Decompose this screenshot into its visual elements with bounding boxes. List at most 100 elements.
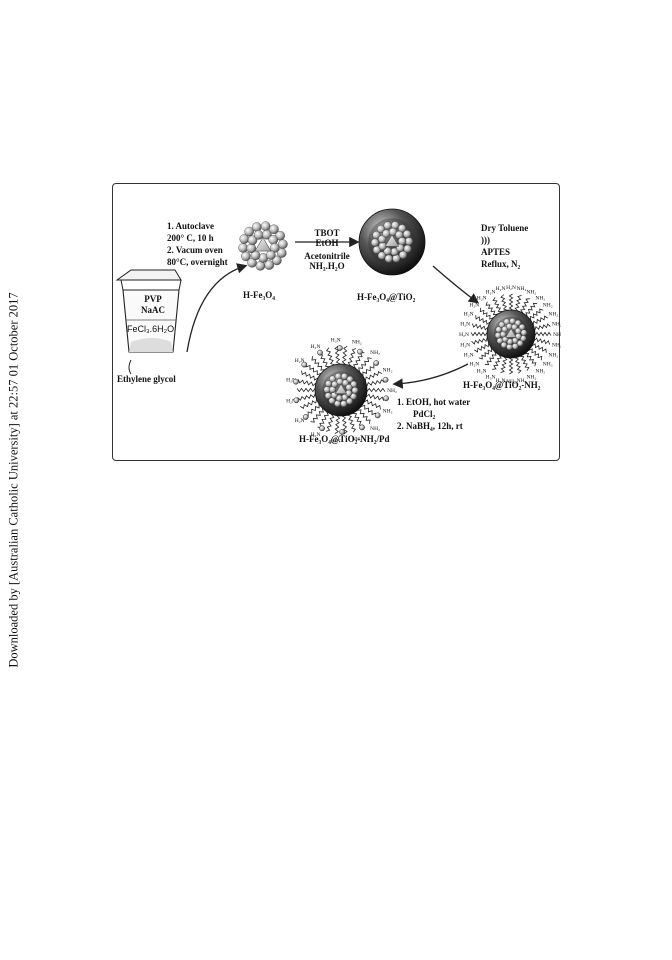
pd-nanoparticle [339, 429, 345, 435]
step3-line-1: Dry Toluene [481, 223, 529, 233]
product-label-3: H-Fe₃O₄@TiO₂-NH₂ [463, 380, 541, 390]
amine-label: NH₂ [383, 409, 393, 415]
step2-conditions: TBOT EtOH Acetonitrile NH₃.H₂O [299, 228, 355, 271]
nano-ball [494, 332, 502, 339]
ligand-chain [472, 323, 489, 331]
nano-ball [346, 375, 354, 383]
nano-ball [272, 255, 282, 266]
ligand-chain [297, 379, 317, 387]
pd-nanoparticle [373, 360, 380, 366]
step2-line-4: NH₃.H₂O [309, 261, 345, 271]
ligand-chain [341, 415, 348, 435]
amine-label: H₂N [311, 344, 321, 350]
ligand-chain [365, 393, 385, 401]
nano-ball [398, 250, 408, 259]
nano-ball [336, 378, 344, 386]
synthesis-scheme-figure: NH₂NH₂NH₂NH₂NH₂NH₂NH₂NH₂H₂NH₂NH₂NH₂NH₂NH… [112, 183, 561, 461]
step3-line-3: APTES [481, 247, 511, 257]
amine-label: H₂N [295, 358, 305, 364]
ligand-chain [366, 379, 385, 387]
nano-ball [246, 243, 257, 254]
particle-h-fe3o4 [238, 221, 288, 271]
ligand-chain [514, 357, 522, 374]
ligand-chain [479, 307, 494, 320]
nano-ball [376, 225, 386, 234]
amine-label: NH₂ [543, 361, 553, 367]
nano-ball [345, 384, 353, 391]
pd-nanoparticle [337, 345, 343, 351]
nano-ball [509, 317, 516, 325]
amine-label: NH₂ [526, 290, 536, 296]
ligand-chain [358, 357, 372, 372]
nano-ball [514, 327, 522, 335]
nano-ball [346, 397, 353, 405]
nano-ball [342, 379, 349, 387]
nano-ball [268, 235, 279, 245]
ligand-chain [500, 356, 508, 373]
ligand-chain [475, 315, 491, 325]
nano-ball [498, 321, 506, 328]
step1-conditions: 1. Autoclave 200° C, 10 h 2. Vacum oven … [167, 220, 228, 268]
amine-label: H₂N [460, 322, 470, 328]
nano-ball [247, 235, 258, 245]
ligand-chain [360, 404, 377, 418]
product-label-2: H-Fe₃O₄@TiO₂ [357, 292, 416, 302]
amine-label: NH₂ [535, 369, 545, 375]
amine-label: H₂N [311, 432, 321, 438]
amine-label: NH₂ [548, 352, 558, 358]
ligand-chain [514, 295, 522, 312]
step4-conditions: 1. EtOH, hot water PdCl₂ 2. NaBH₄, 12h, … [397, 396, 470, 432]
amine-label: NH₂ [517, 286, 527, 292]
amine-label: H₂N [506, 285, 516, 291]
download-note-text: Downloaded by [Australian Catholic Unive… [6, 292, 21, 668]
ligand-chain [363, 399, 381, 410]
step3-conditions: Dry Toluene ))) APTES Reflux, N₂ [481, 222, 528, 270]
nano-ball [278, 239, 288, 249]
ligand-chain [347, 414, 357, 433]
nano-ball [372, 231, 381, 240]
hollow-core [505, 327, 517, 338]
nano-ball [377, 251, 386, 260]
amine-label: NH₂ [370, 350, 380, 356]
ligand-chain [492, 354, 502, 370]
amine-label: H₂N [331, 439, 341, 445]
ligand-chain [474, 342, 490, 353]
amine-label: NH₂ [383, 367, 393, 373]
amine-label: NH₂ [352, 437, 362, 443]
ligand-chain [301, 370, 319, 381]
ligand-chain [534, 331, 552, 337]
nano-ball [384, 254, 393, 263]
nano-ball [512, 343, 519, 350]
pd-nanoparticle [293, 378, 299, 385]
ligand-chain [334, 415, 341, 434]
pd-nanoparticle [302, 414, 309, 420]
beaker-caption: Ethylene glycol [117, 374, 176, 384]
ligand-chain [528, 348, 543, 361]
nano-ball [244, 226, 254, 237]
ligand-chain [484, 351, 497, 366]
pd-nanoparticle [359, 424, 365, 431]
amine-label: H₂N [464, 352, 474, 358]
pd-nanoparticle [319, 425, 325, 432]
nano-ball [514, 319, 522, 327]
pd-nanoparticle [383, 395, 389, 402]
nano-ball [324, 392, 332, 400]
nano-ball [501, 326, 509, 333]
amine-label: NH₂ [543, 303, 553, 309]
ligand-chain [525, 302, 538, 317]
nano-ball [383, 221, 392, 230]
particle-h-fe3o4-tio2 [358, 208, 426, 276]
amine-label: H₂N [477, 369, 487, 375]
step2-line-2: EtOH [315, 238, 339, 248]
beaker-line-1: PVP [144, 294, 162, 304]
amine-label: NH₂ [506, 379, 516, 385]
ligand-chain [362, 363, 378, 377]
scheme-drawing: NH₂NH₂NH₂NH₂NH₂NH₂NH₂NH₂H₂NH₂NH₂NH₂NH₂NH… [115, 208, 561, 445]
ligand-chain [533, 337, 550, 345]
nano-ball [404, 237, 414, 246]
nano-ball [262, 229, 272, 240]
step2-line-3: Acetonitrile [304, 251, 350, 261]
ligand-chain [357, 409, 371, 424]
arrow-step1 [186, 263, 248, 353]
ligand-chain [529, 308, 544, 321]
